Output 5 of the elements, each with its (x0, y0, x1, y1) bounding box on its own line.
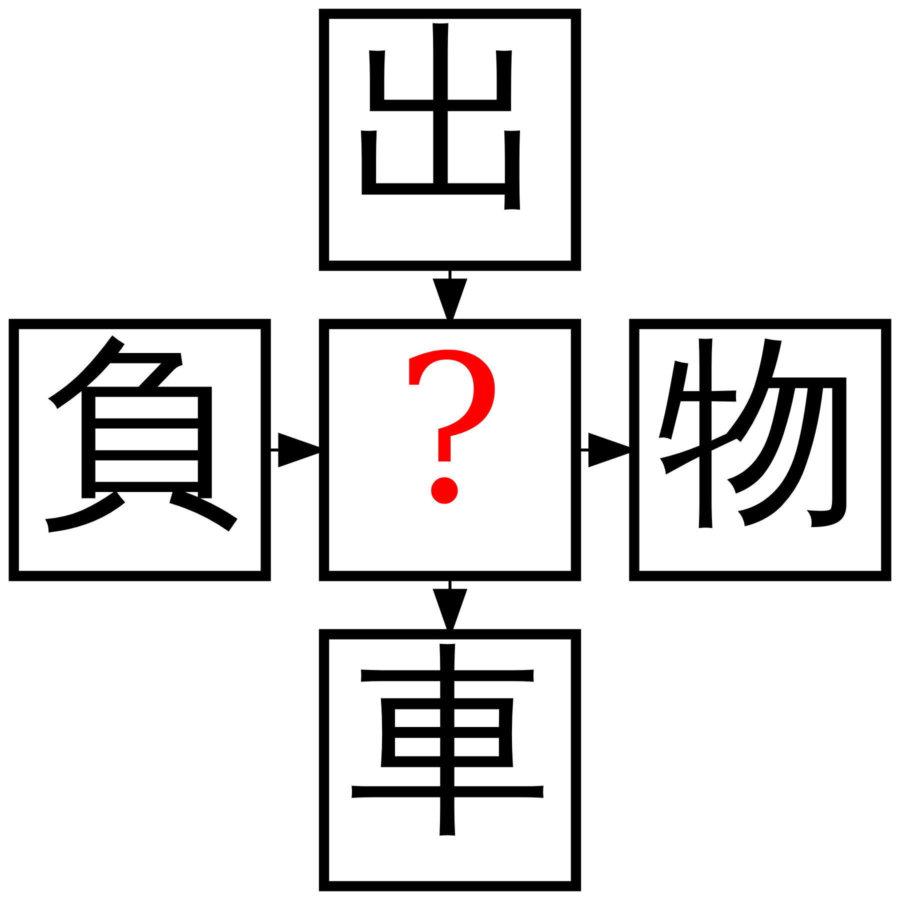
node-box: 負 (8, 318, 271, 582)
node-box: 車 (318, 629, 582, 892)
node-box: ? (318, 318, 582, 582)
node-box: 出 (318, 8, 582, 271)
node-box: 物 (629, 318, 892, 582)
